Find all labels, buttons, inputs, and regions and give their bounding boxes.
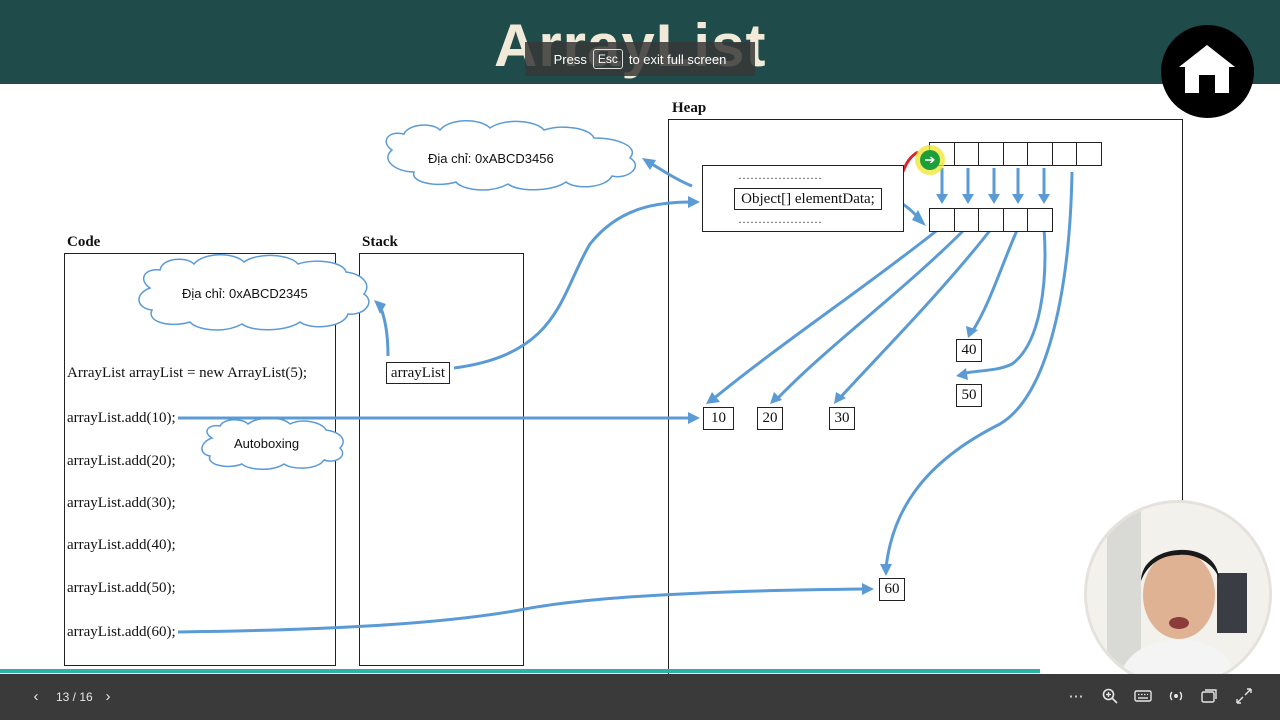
code-line-add50: arrayList.add(50);: [67, 580, 176, 596]
slide-progress: [0, 669, 1040, 673]
esc-key: Esc: [592, 49, 623, 69]
value-box-30: 30: [829, 407, 855, 430]
element-data-field: Object[] elementData;: [734, 188, 882, 210]
cloud-code-address-text: Địa chỉ: 0xABCD2345: [182, 286, 308, 301]
presentation-toolbar: [0, 674, 1280, 720]
window-icon: [1201, 689, 1217, 703]
cloud-autoboxing: [201, 417, 344, 470]
array-cell: [978, 208, 1004, 232]
arrow-to-40: [970, 227, 1020, 333]
diagram-shapes: [138, 120, 1074, 634]
arrow-to-30: [836, 227, 994, 402]
cloud-heap-address-text: Địa chỉ: 0xABCD3456: [428, 151, 554, 166]
code-line-add10: arrayList.add(10);: [67, 410, 176, 426]
value-box-60: 60: [879, 578, 905, 601]
toast-press: Press: [553, 51, 587, 67]
arrow-to-50: [961, 227, 1047, 376]
object-dots-bottom: …………………: [738, 212, 822, 226]
toast-message: to exit full screen: [628, 51, 727, 67]
array-cell: [1076, 142, 1102, 166]
stack-frame: [359, 253, 524, 666]
exit-fullscreen-button[interactable]: [1234, 686, 1254, 706]
value-box-40: 40: [956, 339, 982, 362]
code-line-new: ArrayList arrayList = new ArrayList(5);: [67, 365, 308, 381]
next-icon: ›: [105, 687, 111, 705]
code-line-add30: arrayList.add(30);: [67, 495, 176, 511]
array-cell: [953, 208, 980, 232]
presenter-video: [1087, 503, 1269, 685]
value-box-20: 20: [757, 407, 783, 430]
arrow-to-10: [711, 226, 941, 402]
prev-slide-button[interactable]: ‹: [26, 686, 46, 706]
stack-variable: arrayList: [386, 362, 450, 384]
code-line-add20: arrayList.add(20);: [67, 453, 176, 469]
array-cell: [1002, 142, 1029, 166]
array-cell: [953, 142, 980, 166]
keyboard-button[interactable]: [1133, 686, 1153, 706]
zoom-button[interactable]: [1100, 686, 1120, 706]
autoboxing-text: Autoboxing: [234, 436, 300, 451]
cursor-icon: ➔: [920, 150, 940, 170]
arrowheads: [374, 158, 1050, 595]
home-icon: [1179, 45, 1235, 93]
object-dots-top: …………………: [738, 168, 822, 182]
webcam-overlay: [1084, 500, 1272, 688]
code-label: Code: [67, 234, 101, 250]
more-options-button[interactable]: ⋯: [1066, 686, 1086, 706]
more-icon: ⋯: [1068, 688, 1084, 705]
value-box-10: 10: [703, 407, 734, 430]
reference-arrows: [177, 160, 1074, 634]
array-cell: [1027, 142, 1053, 166]
stack-label: Stack: [362, 234, 398, 250]
broadcast-button[interactable]: [1166, 686, 1186, 706]
array-cell: [929, 208, 955, 232]
code-line-add60: arrayList.add(60);: [67, 624, 176, 640]
zoom-icon: [1102, 688, 1118, 704]
code-line-add40: arrayList.add(40);: [67, 537, 176, 553]
array-cell: [1051, 142, 1078, 166]
element-data-array: [929, 208, 1053, 232]
home-button[interactable]: [1161, 25, 1254, 118]
element-data-array-expanded: [929, 142, 1102, 166]
arrow-to-20: [774, 226, 968, 402]
broadcast-icon: [1169, 691, 1183, 701]
arrow-stack-to-object: [453, 200, 693, 370]
array-cell: [978, 142, 1004, 166]
prev-icon: ‹: [33, 687, 39, 705]
page-indicator: 13 / 16: [56, 690, 93, 704]
arrow-to-60: [884, 171, 1074, 569]
window-mode-button[interactable]: [1199, 686, 1219, 706]
cloud-code-address: [138, 254, 370, 331]
array-cell: [1002, 208, 1029, 232]
arrow-stack-to-cloud: [378, 305, 390, 357]
fullscreen-toast: Press Esc to exit full screen: [525, 42, 755, 76]
exit-fullscreen-icon: [1236, 688, 1252, 704]
heap-label: Heap: [672, 100, 707, 116]
arrow-add60: [177, 587, 867, 634]
cloud-heap-address: [385, 120, 637, 191]
keyboard-icon: [1134, 690, 1152, 702]
next-slide-button[interactable]: ›: [98, 686, 118, 706]
array-cell: [1027, 208, 1053, 232]
arrow-object-to-cloud: [647, 160, 693, 188]
value-box-50: 50: [956, 384, 982, 407]
